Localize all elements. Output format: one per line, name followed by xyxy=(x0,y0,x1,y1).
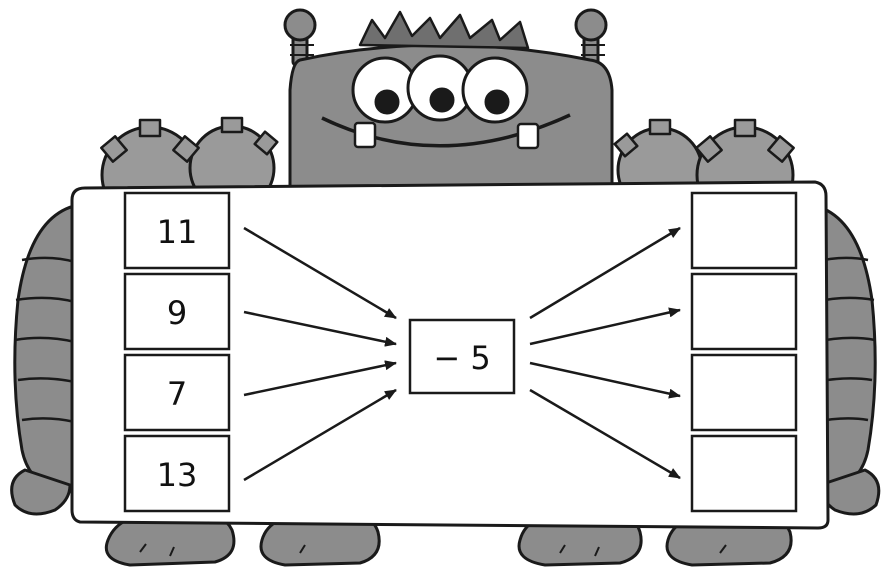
monster-hair xyxy=(360,12,528,48)
input-value-4: 13 xyxy=(157,456,198,494)
monster-eyes xyxy=(353,56,527,122)
input-value-2: 9 xyxy=(167,294,187,332)
input-value-3: 7 xyxy=(167,375,187,413)
input-value-1: 11 xyxy=(157,213,198,251)
operation-label: − 5 xyxy=(433,339,490,377)
